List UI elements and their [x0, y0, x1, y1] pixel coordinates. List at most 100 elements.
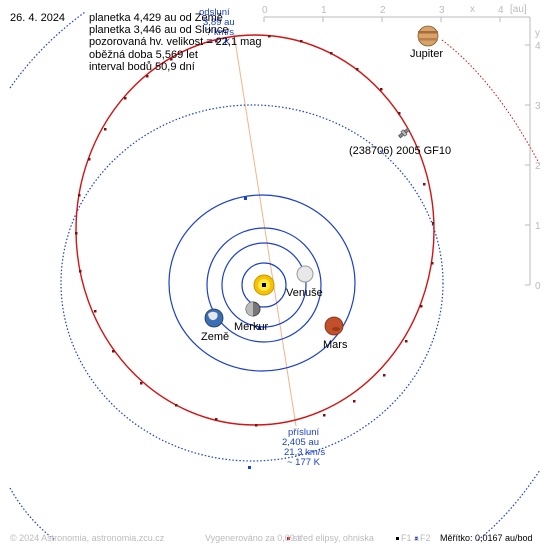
orbit-point: [255, 424, 258, 427]
perihelion-distance: 2,405 au: [282, 437, 319, 448]
coordinate-axes: [263, 16, 531, 286]
footer-legend-f2: F2: [420, 533, 431, 543]
asteroid-orbit-points: [75, 35, 435, 427]
perihelion-speed: 21,3 km/s: [284, 447, 325, 458]
y-tick-label: 4: [535, 41, 541, 52]
y-tick-label: 2: [535, 161, 541, 172]
outer-orbit-arc-bottom-left: [9, 487, 56, 541]
jupiter-planet: [417, 25, 439, 47]
asteroid-info-panel: planetka 4,429 au od Země planetka 3,446…: [89, 12, 262, 73]
asteroid-orbit: [75, 34, 435, 426]
orbit-point: [258, 327, 261, 330]
info-magnitude: pozorovaná hv. velikost = 22,1 mag: [89, 36, 262, 49]
sun: [253, 274, 275, 296]
y-tick-label: 3: [535, 101, 541, 112]
orbit-point: [330, 52, 333, 55]
perihelion-temperature: ~ 177 K: [287, 457, 321, 468]
perihelion-info: přísluní 2,405 au 21,3 km/s ~ 177 K: [282, 427, 325, 468]
mars-label: Mars: [323, 339, 348, 351]
orbit-point: [268, 35, 271, 38]
perihelion-title: přísluní: [288, 427, 320, 438]
info-sun-distance: planetka 3,446 au od Slunce: [89, 24, 229, 37]
x-tick-label: 4: [498, 5, 504, 16]
orbit-point: [94, 310, 97, 313]
legend-f2-marker: [415, 537, 418, 540]
orbit-point: [248, 466, 251, 469]
footer-scale: Měřítko: 0,0167 au/bod: [440, 533, 533, 543]
x-tick-label: 0: [262, 5, 268, 16]
orbit-point: [78, 194, 81, 197]
venuse-label: Venuše: [286, 287, 323, 299]
orbit-point: [112, 350, 115, 353]
merkur-planet: [245, 301, 261, 317]
mars-orbit: [168, 194, 356, 372]
x-axis-corner-label: x: [470, 4, 475, 15]
merkur-orbit: [241, 262, 287, 308]
orbit-point: [423, 183, 426, 186]
y-tick-label: 0: [535, 281, 541, 292]
jupiter-label: Jupiter: [410, 48, 443, 60]
y-axis-corner-label: y: [535, 28, 540, 39]
footer-generated: Vygenerováno za 0,09 s: [205, 533, 302, 543]
zeme-label: Země: [201, 331, 229, 343]
orbit-point: [124, 97, 127, 100]
orbit-point: [170, 58, 173, 61]
orbit-point: [300, 40, 303, 43]
footer-copyright: © 2024 Astronomia, astronomia.zcu.cz: [10, 533, 165, 543]
orbit-point: [420, 305, 423, 308]
mars-planet: [324, 316, 344, 336]
merkur-label: Merkur: [234, 321, 269, 333]
zeme-planet: [204, 308, 224, 328]
orbit-point: [323, 414, 326, 417]
footer-legend-center: střed elipsy, ohniska: [293, 533, 374, 543]
legend-f1-marker: [396, 537, 399, 540]
aphelion-distance: 3,89 au: [203, 17, 235, 28]
orbit-point: [215, 418, 218, 421]
footer-legend-f1: F1 a: [401, 533, 420, 543]
x-tick-label: 2: [380, 5, 386, 16]
planet-orbit-points: [244, 197, 261, 469]
orbit-point: [405, 340, 408, 343]
info-orbital-period: oběžná doba 5,569 let: [89, 48, 198, 61]
orbit-point: [79, 270, 82, 273]
orbit-point: [140, 382, 143, 385]
y-tick-label: 1: [535, 221, 541, 232]
orbit-point: [104, 128, 107, 131]
aphelion-speed: ? km/s: [206, 27, 234, 38]
asteroid-marker: [398, 127, 410, 139]
orbit-point: [353, 400, 356, 403]
orbit-point: [244, 197, 247, 200]
date-label: 26. 4. 2024: [10, 12, 66, 24]
orbit-point: [88, 158, 91, 161]
axis-unit-label: [au]: [510, 4, 527, 15]
info-point-interval: interval bodů 50,9 dní: [89, 60, 195, 73]
orbit-point: [383, 374, 386, 377]
ellipse-focus-marker: [262, 283, 266, 287]
orbit-point: [356, 68, 359, 71]
legend-center-marker: [287, 537, 290, 540]
outer-orbit-arc-top-left: [9, 11, 86, 89]
venuse-planet: [296, 265, 314, 283]
x-tick-label: 3: [439, 5, 445, 16]
jupiter-region-orbit: [60, 104, 444, 462]
aphelion-temperature: ~ ? K: [208, 37, 231, 48]
orbit-point: [75, 232, 78, 235]
jupiter-orbit-arc: [441, 39, 541, 166]
aphelion-info: odsluní 3,89 au ? km/s ~ ? K: [199, 7, 235, 48]
venuse-orbit: [221, 242, 307, 328]
orbit-point: [146, 75, 149, 78]
outer-orbit-arc-bottom-right: [477, 469, 541, 541]
asteroid-label: (238706) 2005 GF10: [349, 145, 451, 157]
line-of-apsides: [233, 33, 297, 427]
zeme-orbit: [206, 227, 322, 343]
info-earth-distance: planetka 4,429 au od Země: [89, 12, 223, 24]
x-tick-label: 1: [321, 5, 327, 16]
orbit-point: [398, 112, 401, 115]
aphelion-title: odsluní: [199, 7, 230, 18]
orbit-point: [432, 222, 435, 225]
orbit-point: [175, 404, 178, 407]
orbit-point: [431, 262, 434, 265]
orbit-point: [215, 40, 218, 43]
orbit-point: [380, 88, 383, 91]
